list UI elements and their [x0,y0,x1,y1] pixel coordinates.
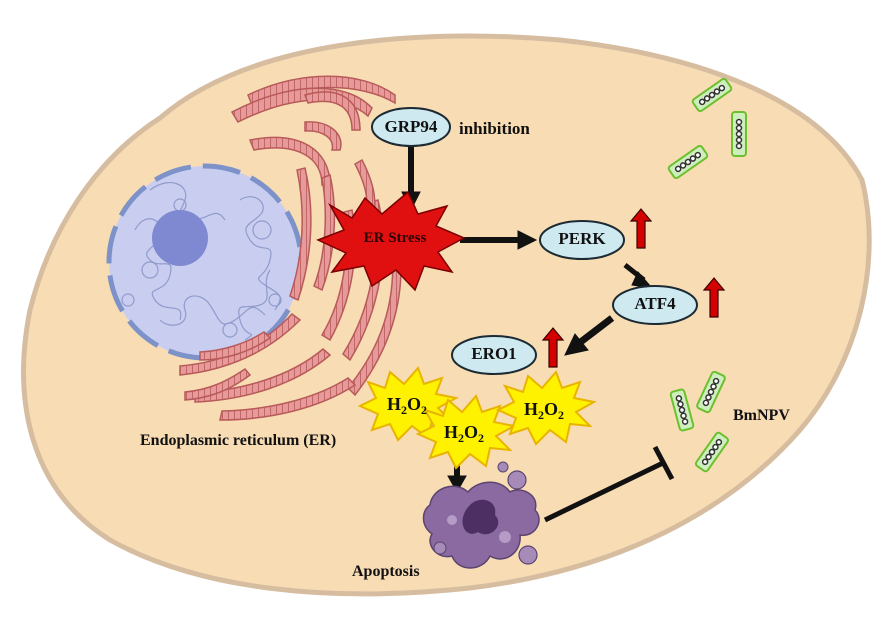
er-stress-label: ER Stress [363,230,427,246]
apoptotic-cell-icon [422,461,540,569]
up-arrow-icon [541,327,565,368]
h2o2-burst-3 [495,370,597,446]
h2o2-label-1: H2O2 [387,394,427,418]
h2o2-label-2: H2O2 [444,422,484,446]
h2o2-h: H [444,422,459,442]
apoptosis-label: Apoptosis [352,563,420,580]
pathway-arrows [401,145,675,523]
h2o2-o: O [407,394,422,414]
er-stress-burst [316,190,466,292]
atf4-node [612,285,698,325]
h2o2-sub: 2 [478,431,485,445]
h2o2-sub: 2 [421,403,428,417]
h2o2-label-3: H2O2 [524,399,564,423]
h2o2-h: H [387,394,402,414]
virus-icon [691,77,733,113]
nucleolus [152,210,208,266]
virus-icon [667,144,709,180]
h2o2-sub: 2 [538,408,545,422]
h2o2-sub: 2 [558,408,565,422]
virus-icon [731,111,747,157]
h2o2-sub: 2 [401,403,408,417]
perk-node [539,220,625,260]
grp94-label: GRP94 [384,117,438,136]
h2o2-sub: 2 [458,431,465,445]
virus-icon [696,370,726,414]
up-arrow-icon [629,208,653,249]
h2o2-o: O [464,422,479,442]
inhibition-label: inhibition [459,119,530,138]
h2o2-o: O [544,399,559,419]
bmnpv-label: BmNPV [733,407,790,424]
virus-icon [694,431,730,473]
inhibition-bar-icon [652,445,675,481]
h2o2-burst-2 [415,394,517,470]
h2o2-h: H [524,399,539,419]
perk-label: PERK [558,229,606,248]
ero1-node [451,335,537,375]
up-arrow-icon [702,277,726,318]
ero1-label: ERO1 [471,344,517,363]
virus-icon [669,388,695,432]
grp94-node [371,107,451,147]
atf4-label: ATF4 [634,294,676,313]
er-label: Endoplasmic reticulum (ER) [140,432,337,449]
nucleus [106,163,304,361]
